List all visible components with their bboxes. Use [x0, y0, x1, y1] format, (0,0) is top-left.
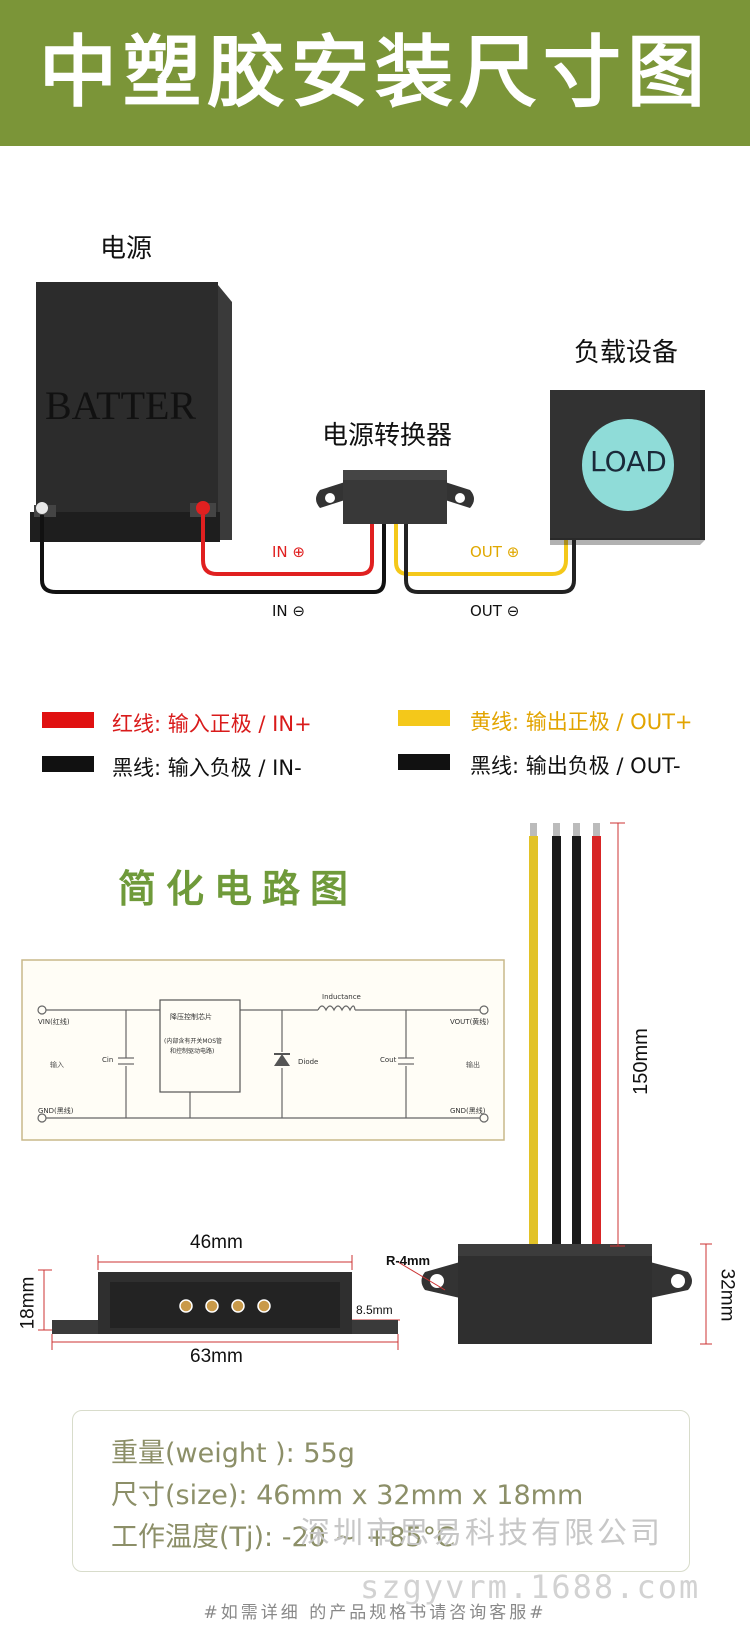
yellow-wire — [529, 836, 538, 1246]
black-wire-2 — [572, 836, 581, 1246]
module-side-view — [52, 1272, 398, 1334]
product-with-wires — [421, 823, 692, 1344]
input-label: 输入 — [50, 1061, 64, 1069]
radius-label: R-4mm — [386, 1253, 431, 1268]
converter-illustration — [316, 470, 474, 524]
chip-line3: 和控制驱动电路) — [170, 1048, 215, 1055]
vout-label: VOUT(黄线) — [450, 1018, 490, 1026]
footer-note: #如需详细 的产品规格书请咨询客服# — [203, 1603, 547, 1623]
black-wire-1 — [552, 836, 561, 1246]
power-label: 电源 — [100, 234, 153, 264]
tab-label: 8.5mm — [356, 1303, 393, 1317]
inductance-label: Inductance — [322, 993, 361, 1001]
in-minus-label: IN ⊖ — [272, 602, 305, 620]
red-swatch — [42, 712, 94, 728]
title-banner — [0, 0, 750, 146]
battery-negative-terminal-icon — [36, 502, 48, 514]
spec-temp: 工作温度(Tj): -20 ~ +85°C — [111, 1522, 455, 1553]
specs-box: 重量(weight ): 55g 尺寸(size): 46mm x 32mm x… — [72, 1410, 690, 1572]
load-circle-icon — [582, 419, 674, 511]
battery-positive-terminal-icon — [196, 501, 210, 515]
converter-label: 电源转换器 — [322, 421, 453, 451]
load-label: 负载设备 — [574, 338, 679, 368]
cout-label: Cout — [380, 1056, 397, 1064]
load-text: LOAD — [590, 445, 667, 478]
output-label: 输出 — [466, 1061, 480, 1069]
black-in-swatch — [42, 756, 94, 772]
chip-line2: (内部含有开关MOS管 — [164, 1038, 223, 1045]
black-out-swatch — [398, 754, 450, 770]
legend-yellow: 黄线: 输出正极 / OUT+ — [470, 710, 693, 734]
circuit-diagram — [21, 959, 505, 1141]
wires — [40, 515, 576, 594]
gnd-left-label: GND(黑线) — [38, 1107, 74, 1115]
diode-icon — [274, 1054, 290, 1066]
width-outer-label: 63mm — [190, 1346, 243, 1367]
yellow-swatch — [398, 710, 450, 726]
page-title: 中塑胶安装尺寸图 — [38, 28, 711, 118]
wire-length-label: 150mm — [629, 1028, 652, 1095]
circuit-title: 简化电路图 — [118, 867, 359, 911]
out-minus-label: OUT ⊖ — [470, 602, 520, 620]
height-label: 18mm — [17, 1276, 39, 1330]
watermark-site: szgyvrm.1688.com — [360, 1568, 701, 1606]
red-wire — [592, 836, 601, 1246]
battery-illustration — [30, 282, 232, 542]
legend-black-out: 黑线: 输出负极 / OUT- — [470, 754, 681, 778]
out-plus-label: OUT ⊕ — [470, 543, 520, 561]
spec-weight: 重量(weight ): 55g — [111, 1438, 355, 1469]
chip-line1: 降压控制芯片 — [170, 1013, 212, 1021]
watermark-company: 深圳市思易科技有限公司 — [300, 1516, 663, 1551]
spec-size: 尺寸(size): 46mm x 32mm x 18mm — [111, 1480, 584, 1511]
load-illustration — [550, 390, 705, 545]
legend-red: 红线: 输入正极 / IN+ — [112, 712, 312, 736]
legend-black-in: 黑线: 输入负极 / IN- — [112, 756, 302, 780]
diode-label: Diode — [298, 1058, 319, 1066]
gnd-right-label: GND(黑线) — [450, 1107, 486, 1115]
dimension-lines — [38, 822, 712, 1350]
cin-label: Cin — [102, 1056, 114, 1064]
in-plus-label: IN ⊕ — [272, 543, 305, 561]
battery-text: BATTER — [45, 383, 197, 428]
width-inner-label: 46mm — [190, 1232, 243, 1253]
depth-label: 32mm — [716, 1268, 738, 1322]
vin-label: VIN(红线) — [38, 1018, 70, 1026]
